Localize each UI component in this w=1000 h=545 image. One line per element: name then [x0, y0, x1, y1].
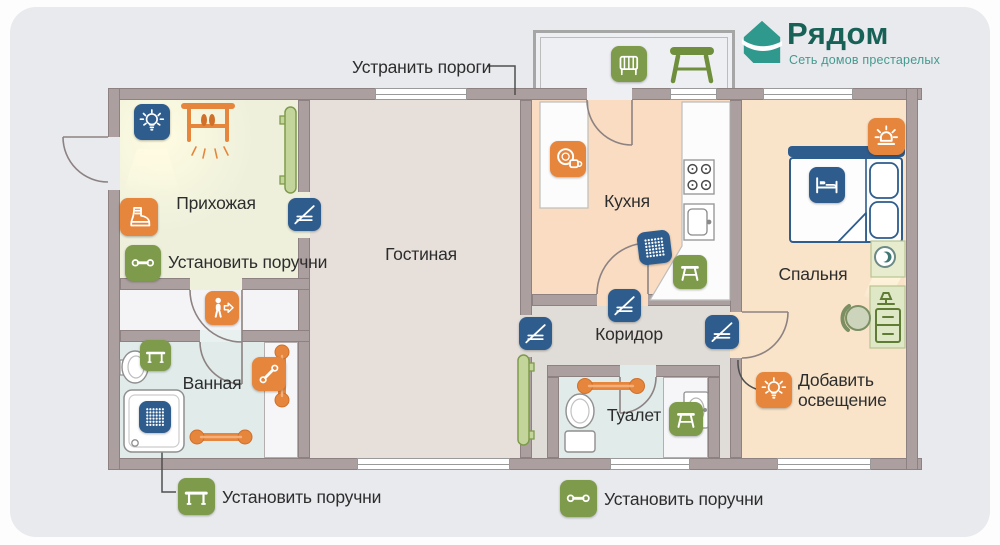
crib-rail-icon: [611, 46, 647, 82]
bed: [788, 146, 905, 243]
no-threshold-icon: [288, 198, 321, 231]
anti-slip-mat-icon: [636, 229, 673, 266]
annotation-add-lighting: Добавить освещение: [798, 370, 887, 410]
window: [670, 88, 717, 100]
room-label-hallway: Прихожая: [176, 193, 256, 213]
brand-tagline: Сеть домов престарелых: [789, 53, 941, 67]
balcony-stool: [670, 47, 714, 84]
room-label-bathroom: Ванная: [182, 373, 242, 393]
room-label-bedroom: Спальня: [778, 264, 848, 284]
boot-icon: [120, 198, 158, 236]
bench-icon: [140, 340, 171, 371]
alarm-button-icon: [868, 118, 905, 155]
hall-lobby-opening: [190, 278, 242, 290]
kitchen-sink: [683, 203, 715, 241]
window: [610, 458, 690, 470]
wall-toilet-left: [547, 377, 559, 458]
annotation-handrails-shower: Установить поручни: [222, 487, 382, 507]
window: [777, 458, 871, 470]
room-label-toilet: Туалет: [606, 405, 662, 425]
house-icon: [740, 15, 784, 67]
stool-icon: [669, 402, 703, 436]
grab-bar-toilet: [577, 378, 645, 394]
room-label-living: Гостиная: [385, 244, 457, 264]
grab-bar-bathroom-horizontal: [189, 429, 253, 445]
entry-door-opening: [108, 137, 120, 190]
bed-icon: [809, 167, 845, 203]
handrail-green-hallway: [279, 106, 297, 194]
lightbulb-icon: [134, 104, 170, 140]
grab-bar-icon: [125, 245, 161, 281]
grab-bar-icon: [560, 480, 597, 517]
bench-icon: [178, 478, 215, 515]
room-label-corridor: Коридор: [595, 324, 663, 344]
anti-slip-mat-icon: [139, 401, 171, 433]
annotation-handrails-toilet: Установить поручни: [604, 489, 764, 509]
brand-name: Рядом: [787, 16, 889, 51]
no-threshold-icon: [519, 317, 552, 350]
toilet-door-opening: [620, 365, 656, 377]
night-light: [870, 240, 906, 278]
person-exit-icon: [205, 291, 239, 325]
window: [357, 458, 510, 470]
light-cone-hallway: [123, 149, 180, 193]
stove: [683, 159, 715, 195]
diagonal-grab-bar-icon: [252, 357, 286, 391]
dishes-icon: [550, 141, 586, 177]
window: [763, 88, 853, 100]
chair: [840, 304, 871, 332]
wall-outer-right: [906, 88, 918, 470]
annotation-handrails-hall: Установить поручни: [168, 252, 328, 272]
no-threshold-icon: [608, 289, 641, 322]
handrail-green-corridor: [517, 354, 535, 446]
bath-door-opening: [200, 330, 242, 342]
room-label-kitchen: Кухня: [604, 191, 650, 211]
balcony-door-opening: [587, 88, 632, 100]
nightstand: [869, 285, 906, 349]
lightbulb-icon: [756, 372, 792, 408]
leader-lines: [161, 65, 757, 493]
stool-icon: [673, 255, 707, 289]
window: [375, 88, 467, 100]
coat-bench: [181, 103, 235, 159]
room-living-floor: [310, 100, 532, 458]
toilet-wc: [564, 393, 596, 453]
annotation-remove-thresholds: Устранить пороги: [352, 57, 492, 77]
no-threshold-icon: [705, 315, 739, 349]
